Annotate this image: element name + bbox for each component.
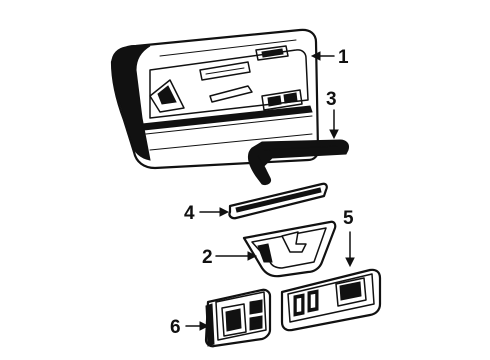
callout-5-label: 5: [343, 208, 354, 229]
callout-3: 3: [326, 89, 339, 140]
switch-plate-bezel-icon: [280, 268, 382, 332]
door-trim-panel-icon: [110, 28, 320, 170]
armrest-pad-icon: [248, 139, 349, 185]
control-switch-bezel-icon: [204, 288, 272, 348]
callout-1-label: 1: [338, 47, 349, 68]
callout-5: 5: [343, 208, 355, 268]
callout-6-label: 6: [170, 317, 181, 338]
callout-3-label: 3: [326, 89, 337, 110]
callout-6: 6: [170, 317, 210, 338]
pull-cup-bezel-icon: [242, 220, 337, 278]
trim-molding-strip-icon: [228, 182, 328, 220]
callout-4-label: 4: [184, 203, 195, 224]
callout-2-label: 2: [202, 247, 213, 268]
callout-4: 4: [184, 203, 230, 224]
callout-2: 2: [202, 247, 258, 268]
callout-1: 1: [310, 47, 349, 68]
